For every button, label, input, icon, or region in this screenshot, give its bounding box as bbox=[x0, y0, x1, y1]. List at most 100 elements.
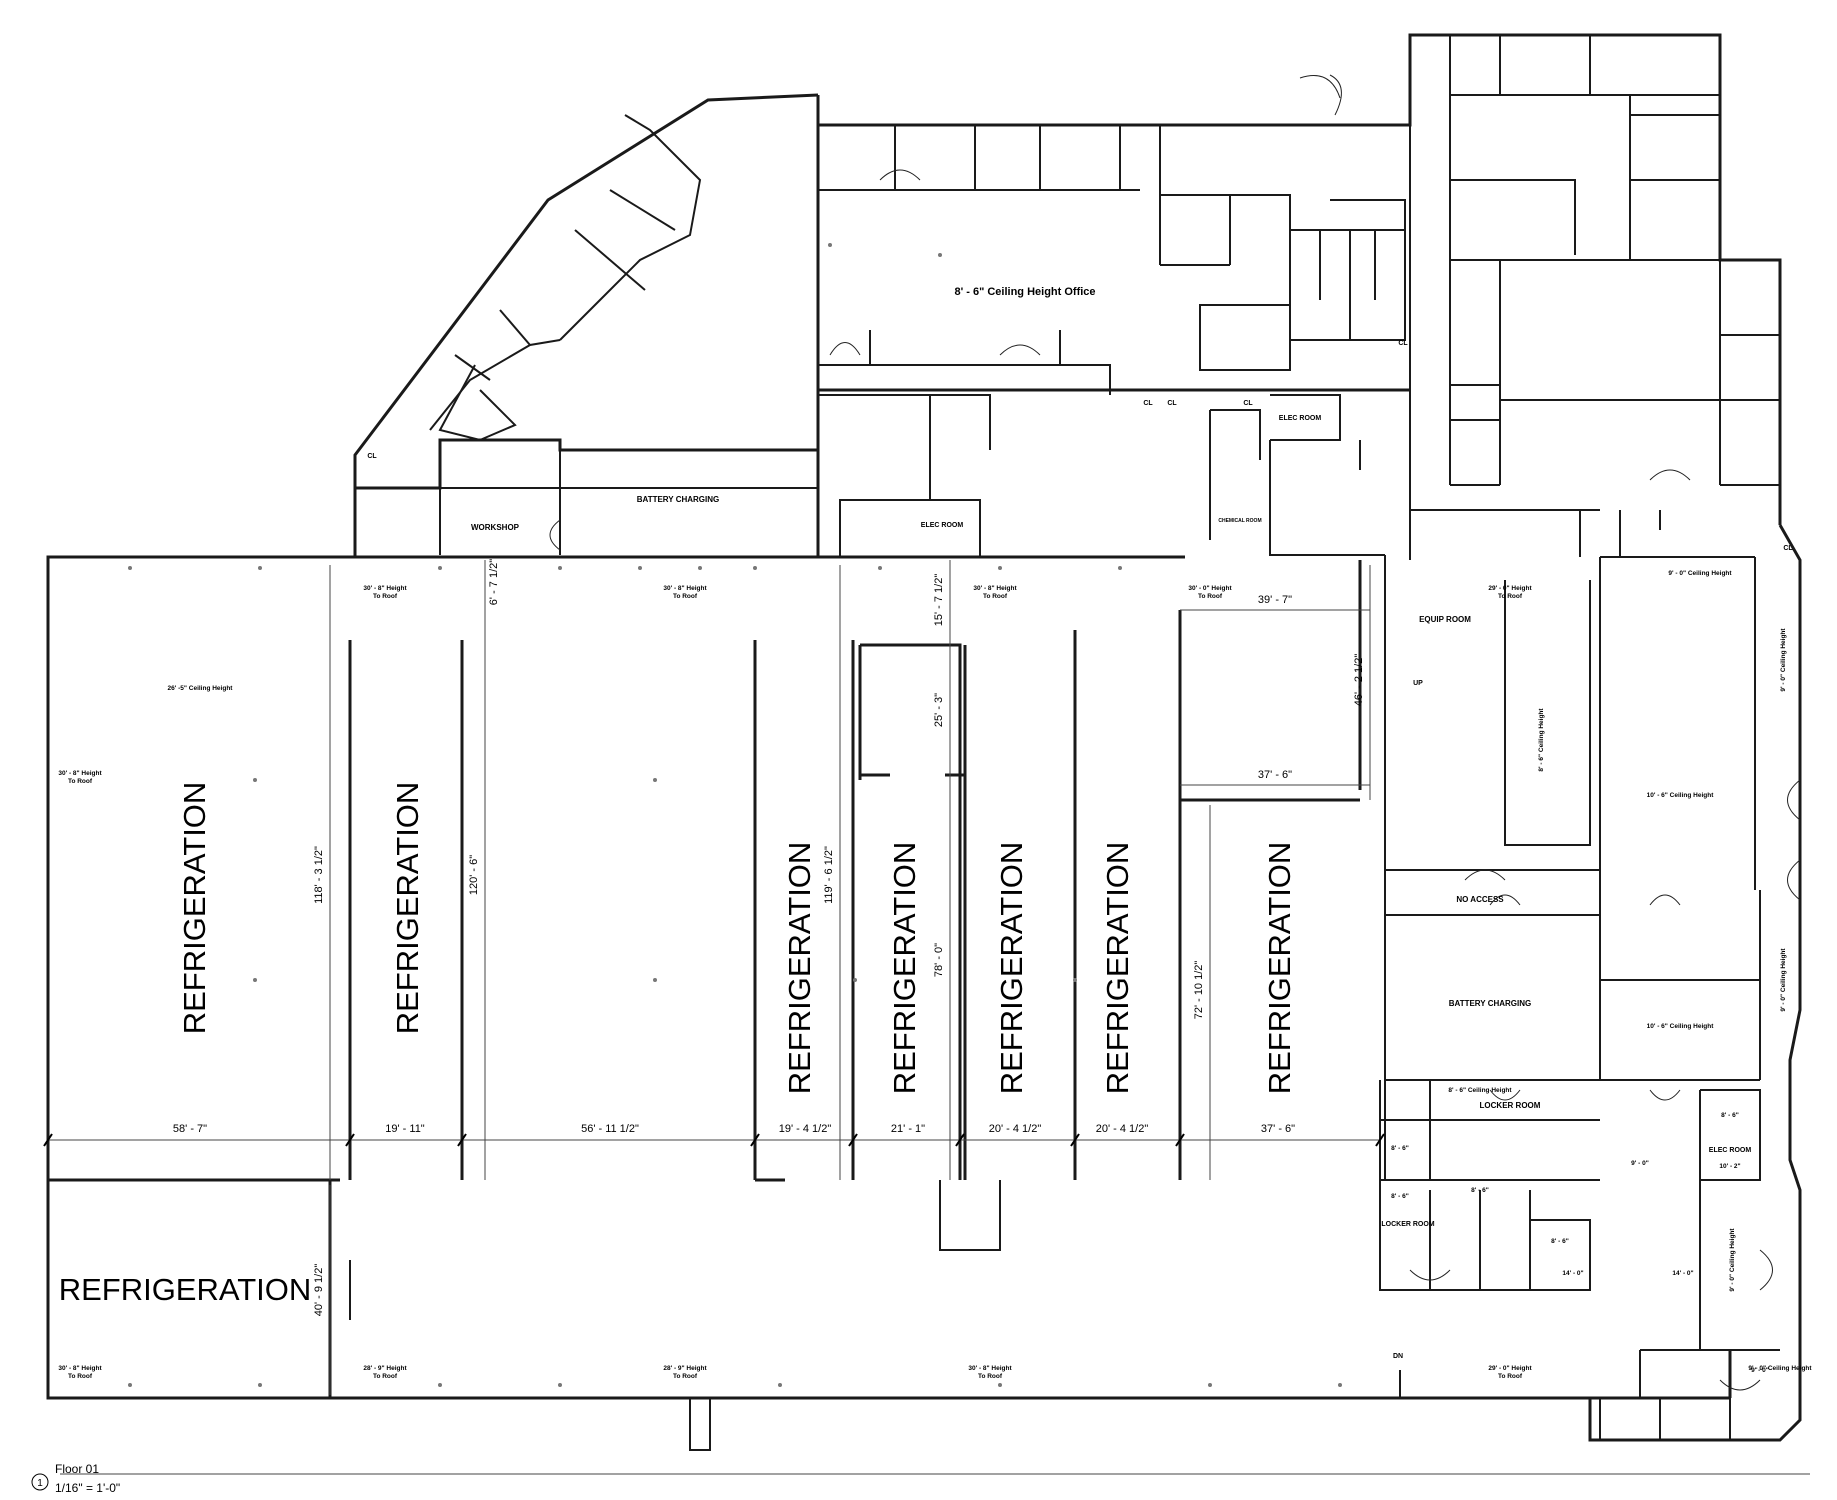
zone-label: REFRIGERATION bbox=[782, 842, 817, 1095]
dimension-label: 118' - 3 1/2" bbox=[313, 846, 325, 904]
door-swings bbox=[549, 74, 1801, 1391]
zone-label: REFRIGERATION bbox=[390, 782, 425, 1035]
dimension-label: 19' - 4 1/2" bbox=[779, 1123, 832, 1135]
view-name: Floor 01 bbox=[55, 1462, 99, 1476]
ceiling-label: 9' - 0" Ceiling Height bbox=[1748, 1365, 1812, 1372]
dimension-label: 21' - 1" bbox=[891, 1123, 925, 1135]
zone-label: REFRIGERATION bbox=[887, 842, 922, 1095]
room-labels: 8' - 6" Ceiling Height Office BATTERY CH… bbox=[367, 286, 1793, 1360]
room-height: 8' - 6" bbox=[1391, 1193, 1409, 1200]
dimension-label: 40' - 9 1/2" bbox=[313, 1264, 325, 1317]
dimension-label: 6' - 7 1/2" bbox=[488, 559, 500, 605]
ceiling-label: 10' - 6" Ceiling Height bbox=[1647, 1023, 1715, 1030]
room-height: 8' - 6" bbox=[1471, 1187, 1489, 1194]
room-label: EQUIP ROOM bbox=[1419, 615, 1471, 624]
height-label-line: To Roof bbox=[978, 1373, 1003, 1380]
dimension-label: 20' - 4 1/2" bbox=[1096, 1123, 1149, 1135]
ceiling-label: 9' - 0" Ceiling Height bbox=[1780, 628, 1787, 692]
height-label-line: To Roof bbox=[68, 1373, 93, 1380]
height-label-line: To Roof bbox=[373, 1373, 398, 1380]
dimension-label: 37' - 6" bbox=[1258, 769, 1292, 781]
closet-label: CL bbox=[367, 453, 377, 460]
height-label-line: To Roof bbox=[373, 593, 398, 600]
dimension-label: 46' - 2 1/2" bbox=[1353, 654, 1365, 707]
closet-label: CL bbox=[1167, 400, 1177, 407]
ceiling-label: 9' - 0" Ceiling Height bbox=[1668, 570, 1732, 577]
dimension-label: 20' - 4 1/2" bbox=[989, 1123, 1042, 1135]
room-height: 14' - 0" bbox=[1672, 1270, 1693, 1277]
height-label-line: To Roof bbox=[673, 593, 698, 600]
dimension-label: 72' - 10 1/2" bbox=[1193, 961, 1205, 1020]
column-markers bbox=[128, 243, 1342, 1387]
zone-label: REFRIGERATION bbox=[59, 1272, 312, 1307]
dimension-label: 78' - 0" bbox=[933, 943, 945, 977]
height-label-line: To Roof bbox=[1198, 593, 1223, 600]
closet-label: CL bbox=[1143, 400, 1153, 407]
room-label: LOCKER ROOM bbox=[1381, 1221, 1434, 1228]
title-block: 1 Floor 01 1/16" = 1'-0" bbox=[31, 1462, 1810, 1495]
dimension-label: 25' - 3" bbox=[933, 693, 945, 727]
closet-label: CL bbox=[1398, 340, 1408, 347]
dimension-labels: 58' - 7" 19' - 11" 56' - 11 1/2" 19' - 4… bbox=[173, 559, 1365, 1317]
ceiling-label: 9' - 0" Ceiling Height bbox=[1729, 1228, 1736, 1292]
ceiling-label: 26' -5" Ceiling Height bbox=[168, 685, 234, 692]
dimension-label: 56' - 11 1/2" bbox=[581, 1123, 639, 1135]
room-height: 8' - 6" bbox=[1551, 1238, 1569, 1245]
height-label-line: To Roof bbox=[673, 1373, 698, 1380]
room-height: 8' - 6" bbox=[1391, 1145, 1409, 1152]
exterior-walls bbox=[46, 33, 1802, 1442]
dimension-label: 39' - 7" bbox=[1258, 594, 1292, 606]
view-scale: 1/16" = 1'-0" bbox=[55, 1481, 120, 1495]
closet-label: CL bbox=[1783, 545, 1793, 552]
room-label: ELEC ROOM bbox=[921, 522, 964, 529]
dimension-label: 58' - 7" bbox=[173, 1123, 207, 1135]
room-height: 9' - 0" bbox=[1751, 1367, 1769, 1374]
dimension-label: 119' - 6 1/2" bbox=[823, 846, 835, 904]
ceiling-label: 8' - 6" Ceiling Height bbox=[1448, 1087, 1512, 1094]
zone-label: REFRIGERATION bbox=[177, 782, 212, 1035]
stair-label: DN bbox=[1393, 1353, 1403, 1360]
room-height: 10' - 2" bbox=[1719, 1163, 1740, 1170]
dimension-label: 120' - 6" bbox=[468, 855, 480, 895]
zone-label: REFRIGERATION bbox=[994, 842, 1029, 1095]
room-label: ELEC ROOM bbox=[1709, 1147, 1752, 1154]
height-label-line: To Roof bbox=[68, 778, 93, 785]
office-walls bbox=[355, 35, 1780, 560]
room-height: 8' - 6" bbox=[1721, 1112, 1739, 1119]
room-height: 9' - 0" bbox=[1631, 1160, 1649, 1167]
room-label: LOCKER ROOM bbox=[1480, 1101, 1541, 1110]
room-label: BATTERY CHARGING bbox=[637, 495, 720, 504]
ceiling-label: 9' - 0" Ceiling Height bbox=[1780, 948, 1787, 1012]
closet-label: CL bbox=[1243, 400, 1253, 407]
height-label-line: To Roof bbox=[983, 593, 1008, 600]
room-label: WORKSHOP bbox=[471, 523, 520, 532]
stair-label: UP bbox=[1413, 680, 1423, 687]
refrigeration-labels: REFRIGERATION REFRIGERATION REFRIGERATIO… bbox=[59, 782, 1297, 1307]
room-label: BATTERY CHARGING bbox=[1449, 999, 1532, 1008]
zone-label: REFRIGERATION bbox=[1100, 842, 1135, 1095]
room-label: CHEMICAL ROOM bbox=[1218, 518, 1261, 524]
dimension-lines bbox=[43, 560, 1385, 1395]
ceiling-label: 8' - 6" Ceiling Height bbox=[1538, 708, 1545, 772]
view-number: 1 bbox=[37, 1478, 43, 1489]
office-ceiling-label: 8' - 6" Ceiling Height Office bbox=[954, 286, 1095, 298]
dimension-label: 19' - 11" bbox=[385, 1123, 425, 1135]
room-label: NO ACCESS bbox=[1456, 895, 1504, 904]
dimension-label: 15' - 7 1/2" bbox=[933, 574, 945, 627]
height-label-line: To Roof bbox=[1498, 1373, 1523, 1380]
dimension-label: 37' - 6" bbox=[1261, 1123, 1295, 1135]
height-label-line: To Roof bbox=[1498, 593, 1523, 600]
ceiling-label: 10' - 6" Ceiling Height bbox=[1647, 792, 1715, 799]
